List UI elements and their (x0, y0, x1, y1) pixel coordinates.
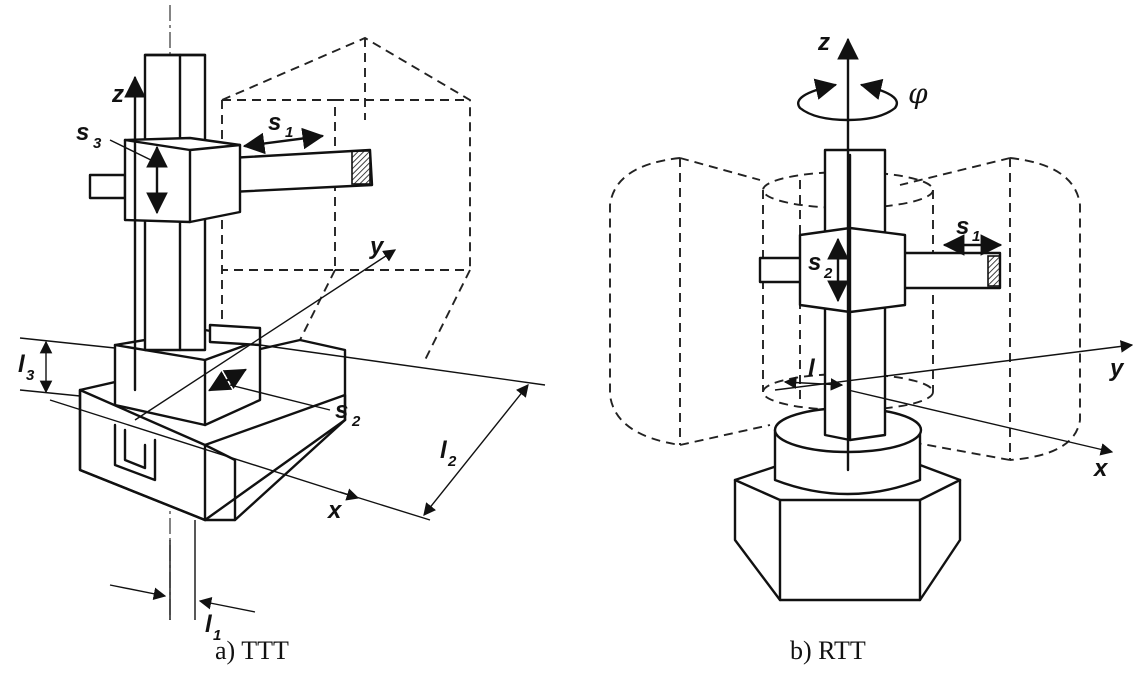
ttt-l2-dimension: l 2 (259, 344, 546, 521)
ttt-l1-sub: 1 (213, 627, 221, 644)
rtt-x-label: x (1092, 455, 1109, 482)
ttt-robot: z y x s 3 s 1 s 2 l 3 (18, 5, 546, 644)
rtt-s1-label: s (956, 213, 969, 240)
ttt-y-axis (134, 249, 397, 421)
ttt-l3-dimension: l 3 (18, 337, 116, 397)
ttt-l1-label: l (205, 611, 213, 638)
rtt-robot: z φ s 2 s 1 y x l (609, 29, 1134, 602)
ttt-z-label: z (111, 81, 124, 108)
rtt-slider-block (798, 226, 907, 314)
ttt-s2-arrow (208, 368, 247, 392)
rtt-z-label: z (817, 29, 830, 56)
ttt-s1-arrow (242, 127, 325, 155)
rtt-y-label: y (1109, 355, 1125, 382)
rtt-arms (758, 251, 1002, 290)
rtt-x-axis (847, 389, 1114, 456)
ttt-s1-sub: 1 (285, 124, 293, 141)
ttt-l3-label: l (18, 351, 26, 378)
rtt-base (733, 406, 962, 602)
ttt-s2-leader (229, 384, 331, 411)
ttt-l1-dimension: l 1 (109, 520, 256, 644)
ttt-s2-label: s (335, 397, 348, 424)
rtt-s2-sub: 2 (823, 265, 833, 282)
ttt-l2-label: l (440, 437, 448, 464)
ttt-s1-label: s (268, 109, 281, 136)
caption-rtt: b) RTT (790, 636, 866, 665)
ttt-arm (88, 148, 374, 200)
ttt-x-label: x (326, 497, 343, 524)
ttt-l3-sub: 3 (26, 367, 35, 384)
ttt-x-axis (49, 399, 360, 501)
ttt-s3-leader (109, 139, 156, 163)
rtt-l-arrow (783, 376, 844, 391)
ttt-s3-sub: 3 (93, 135, 102, 152)
ttt-workspace-box (221, 36, 471, 361)
caption-ttt: a) TTT (215, 636, 289, 665)
rtt-s1-sub: 1 (972, 228, 980, 245)
ttt-s3-label: s (76, 119, 89, 146)
rtt-rotation-arrow (797, 78, 898, 122)
rtt-l-label: l (808, 355, 816, 382)
rtt-phi-label: φ (908, 77, 928, 110)
ttt-slider-block (123, 136, 242, 224)
ttt-y-label: y (369, 233, 385, 260)
rtt-s2-label: s (808, 249, 821, 276)
ttt-s2-sub: 2 (351, 413, 361, 430)
ttt-l2-sub: 2 (447, 453, 457, 470)
